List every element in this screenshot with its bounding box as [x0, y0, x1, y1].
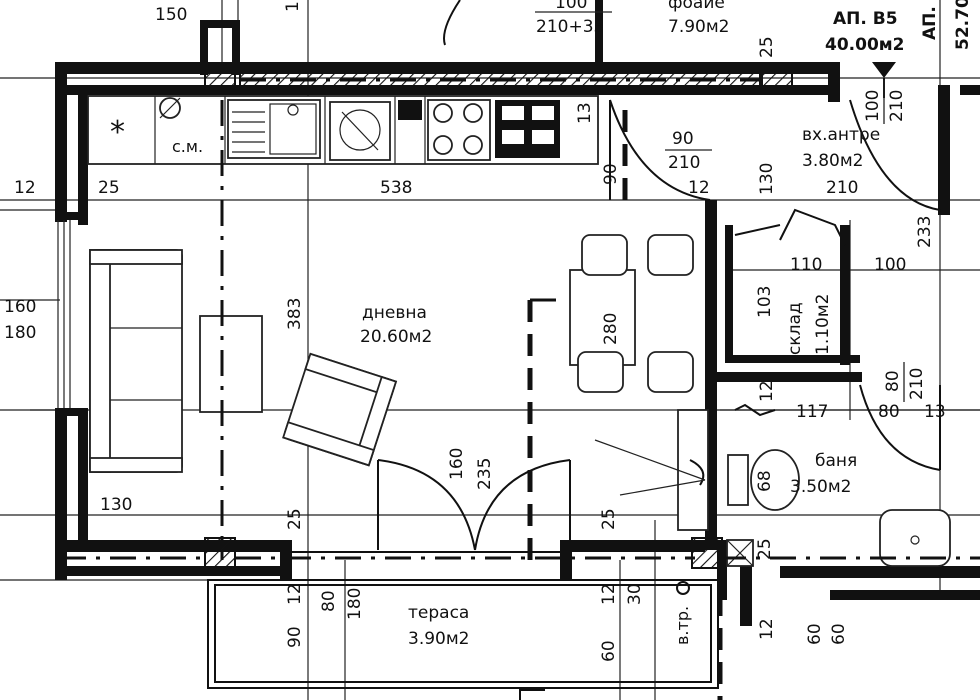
entrance-area: 3.80м2 [802, 151, 864, 171]
dim-label: 210 [826, 178, 858, 198]
dim-label: 68 [755, 470, 775, 492]
shower-icon [677, 409, 709, 531]
dim-label: 25 [757, 36, 777, 58]
fridge-symbol: * [110, 115, 125, 150]
dim-label: 280 [601, 313, 621, 345]
dim-label: 180 [345, 588, 365, 620]
dim-label: 60 [599, 640, 619, 662]
terrace-name: тераса [408, 603, 469, 623]
bathroom-area: 3.50м2 [790, 477, 852, 497]
dim-label: 60 [805, 623, 825, 645]
dim-label: 60 [829, 623, 849, 645]
dim-label: 90 [672, 129, 694, 149]
dim-label: 90 [285, 626, 305, 648]
dim-label: 12 [14, 178, 36, 198]
walls [55, 0, 980, 626]
chair-icon [577, 351, 624, 393]
dim-label: 12 [599, 583, 619, 605]
entrance-name: вх.антре [802, 125, 880, 145]
terrace-area: 3.90м2 [408, 629, 470, 649]
dim-label: 160 [447, 448, 467, 480]
room-labels: АП. В5 40.00м2 АП. 52.70 дневна 20.60м2 … [360, 0, 973, 649]
dim-label: 160 [4, 297, 36, 317]
armchair-icon [282, 352, 398, 467]
dim-label: 538 [380, 178, 412, 198]
dim-label: 210 [668, 153, 700, 173]
chair-icon [647, 234, 694, 276]
bath-fixtures [594, 403, 951, 595]
dimension-labels: 150 12 100 210+35 25 100 210 13 90 210 9… [4, 0, 946, 662]
dim-label: 12 [757, 380, 777, 402]
bathroom-name: баня [815, 451, 857, 471]
chair-icon [647, 351, 694, 393]
living-room-name: дневна [362, 303, 427, 323]
sink-icon [227, 99, 321, 159]
foyer-name: фоайе [668, 0, 725, 13]
dim-label: 117 [796, 402, 828, 422]
washbasin-icon [879, 509, 951, 567]
sofa-icon [89, 249, 183, 473]
dim-label: 12 [757, 618, 777, 640]
dim-label: 210 [907, 368, 927, 400]
dim-52-70: 52.70 [953, 0, 973, 50]
dim-label: 233 [915, 216, 935, 248]
dim-label: 130 [757, 163, 777, 195]
dim-label: 110 [790, 255, 822, 275]
storage-name: склад [785, 302, 805, 355]
dim-label: 80 [878, 402, 900, 422]
foyer-area: 7.90м2 [668, 17, 730, 37]
dining-table [569, 269, 636, 366]
dim-label: 25 [755, 538, 775, 560]
dim-label: 90 [601, 163, 621, 185]
dim-label: 25 [599, 508, 619, 530]
doors [377, 0, 941, 551]
dim-label: 80 [319, 590, 339, 612]
dim-label: 12 [283, 0, 303, 12]
dim-label: 80 [883, 370, 903, 392]
dim-label: 30 [625, 583, 645, 605]
toilet-icon [727, 449, 800, 511]
dim-label: 12 [285, 583, 305, 605]
dim-label: 25 [98, 178, 120, 198]
dim-label: 100 [863, 90, 883, 122]
dim-label: 130 [100, 495, 132, 515]
living-room-area: 20.60м2 [360, 327, 432, 347]
dim-label: 13 [575, 102, 595, 124]
riser-label: в.тр. [673, 606, 692, 645]
dim-label: 25 [285, 508, 305, 530]
coffee-table [199, 315, 263, 413]
dim-label: 210+35 [536, 17, 604, 37]
chair-icon [581, 234, 628, 276]
dim-label: 383 [285, 298, 305, 330]
dashed-lines [60, 78, 980, 700]
dim-label: 150 [155, 5, 187, 25]
apartment-name: АП. В5 [833, 9, 898, 29]
washing-machine-label: с.м. [172, 137, 203, 156]
riser-icon [676, 581, 690, 595]
apartment-area: 40.00м2 [825, 35, 905, 55]
dim-label: 210 [887, 90, 907, 122]
living-furniture [89, 234, 694, 473]
dim-label: 13 [924, 402, 946, 422]
storage-area: 1.10м2 [813, 294, 833, 356]
dim-label: 100 [555, 0, 587, 13]
kitchen: * с.м. [87, 95, 599, 165]
dim-label: 103 [755, 286, 775, 318]
left-window [57, 220, 71, 408]
dim-label: 180 [4, 323, 36, 343]
dim-label: 100 [874, 255, 906, 275]
dim-label: 12 [688, 178, 710, 198]
dim-label: 235 [475, 458, 495, 490]
neighbor-apartment: АП. [920, 6, 940, 40]
